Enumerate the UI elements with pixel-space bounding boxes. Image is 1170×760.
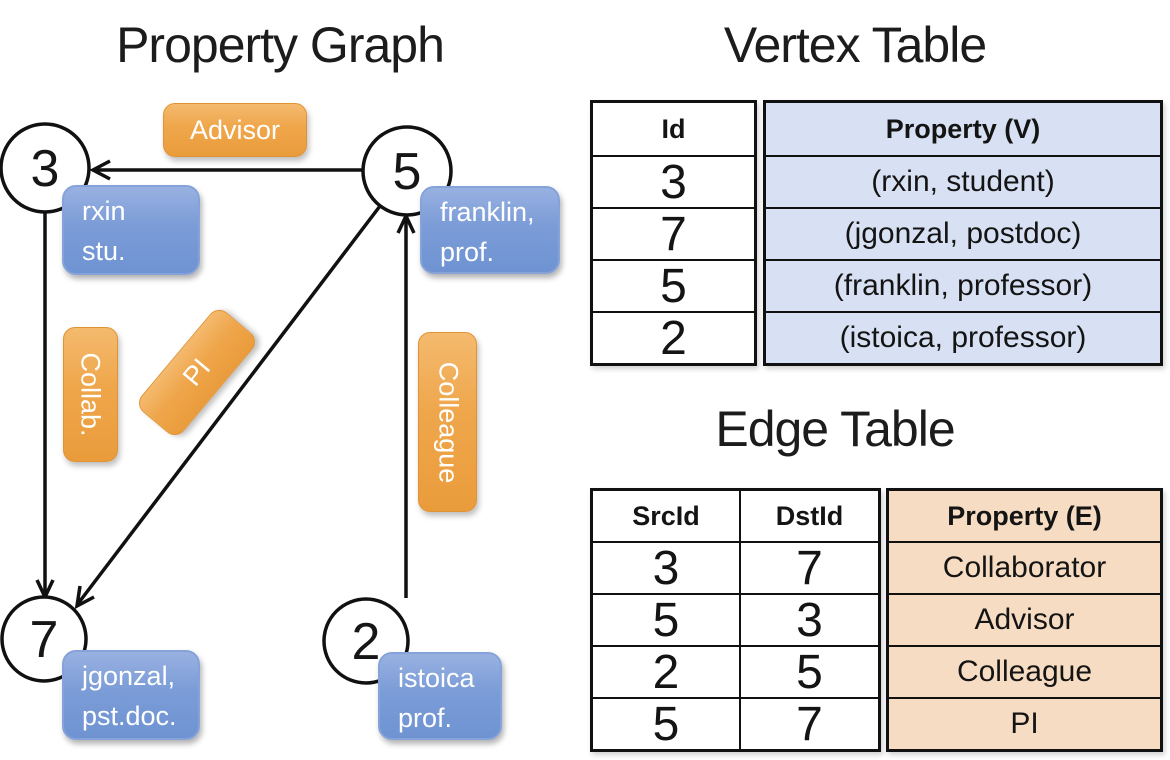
- edge-table-row1-dst: 3: [739, 593, 880, 647]
- edge-pi-arrowhead-icon: [74, 585, 95, 610]
- edge-table-row0-src: 3: [591, 541, 741, 595]
- property-graph-title: Property Graph: [116, 17, 445, 73]
- node-7-property-label: jgonzal, pst.doc.: [62, 650, 200, 740]
- node-7-property-line2: pst.doc.: [82, 701, 177, 731]
- edge-label-colleague-text: Colleague: [433, 361, 463, 483]
- node-5-property-line2: prof.: [440, 237, 495, 267]
- edge-label-colleague: Colleague: [418, 332, 477, 512]
- vertex-table-row2-id: 5: [591, 259, 756, 313]
- node-5-id: 5: [393, 143, 422, 201]
- node-2-property-line2: prof.: [398, 703, 453, 733]
- edge-table-header-srcid: SrcId: [591, 489, 741, 543]
- edge-table-srcid-column: SrcId 3 5 2 5: [591, 489, 741, 751]
- node-3-id: 3: [31, 140, 60, 198]
- edge-table-id-columns: SrcId 3 5 2 5 DstId 7 3 5 7: [590, 488, 881, 752]
- vertex-table-row3-id: 2: [591, 311, 756, 365]
- vertex-table-id-column: Id 3 7 5 2: [590, 100, 757, 366]
- vertex-table-row1-id: 7: [591, 207, 756, 261]
- node-7-id: 7: [30, 611, 59, 669]
- node-3-property-line2: stu.: [82, 236, 126, 266]
- edge-table-row2-dst: 5: [739, 645, 880, 699]
- edge-table-row2-src: 2: [591, 645, 741, 699]
- edge-advisor-arrowhead-icon: [89, 159, 111, 181]
- edge-label-advisor: Advisor: [163, 103, 307, 157]
- vertex-table-row2-property: (franklin, professor): [764, 259, 1162, 313]
- edge-table-row3-src: 5: [591, 697, 741, 751]
- edge-table-row1-src: 5: [591, 593, 741, 647]
- edge-label-collab-text: Collab.: [76, 352, 107, 437]
- node-2-id: 2: [352, 613, 381, 671]
- edge-label-collab: Collab.: [63, 327, 118, 462]
- edge-table-row0-property: Collaborator: [887, 541, 1162, 595]
- edge-label-pi-text: PI: [176, 352, 217, 392]
- node-3-property-label: rxin stu.: [62, 185, 200, 275]
- edge-table-row1-property: Advisor: [887, 593, 1162, 647]
- node-2-property-line1: istoica: [398, 663, 475, 693]
- vertex-table-header-id: Id: [591, 101, 756, 157]
- vertex-table-row1-property: (jgonzal, postdoc): [764, 207, 1162, 261]
- vertex-table-row3-property: (istoica, professor): [764, 311, 1162, 365]
- vertex-table-header-property: Property (V): [764, 101, 1162, 157]
- edge-table-dstid-column: DstId 7 3 5 7: [739, 489, 880, 751]
- edge-table-row3-dst: 7: [739, 697, 880, 751]
- vertex-table-title: Vertex Table: [723, 17, 987, 73]
- edge-table-property-column: Property (E) Collaborator Advisor Collea…: [886, 488, 1163, 752]
- node-2-property-label: istoica prof.: [378, 652, 502, 740]
- node-5-property-label: franklin, prof.: [420, 186, 560, 274]
- edge-label-advisor-text: Advisor: [189, 114, 281, 145]
- edge-table-header-property: Property (E): [887, 489, 1162, 543]
- node-3-property-line1: rxin: [82, 196, 126, 226]
- node-7-property-line1: jgonzal,: [82, 661, 176, 691]
- vertex-table-row0-id: 3: [591, 155, 756, 209]
- edge-table-title: Edge Table: [715, 401, 955, 457]
- edge-table-row0-dst: 7: [739, 541, 880, 595]
- edge-table-header-dstid: DstId: [739, 489, 880, 543]
- vertex-table-row0-property: (rxin, student): [764, 155, 1162, 209]
- node-5-property-line1: franklin,: [440, 197, 535, 227]
- edge-table-row2-property: Colleague: [887, 645, 1162, 699]
- vertex-table-property-column: Property (V) (rxin, student) (jgonzal, p…: [763, 100, 1163, 366]
- edge-pi-line: [75, 204, 382, 607]
- edge-table-row3-property: PI: [887, 697, 1162, 751]
